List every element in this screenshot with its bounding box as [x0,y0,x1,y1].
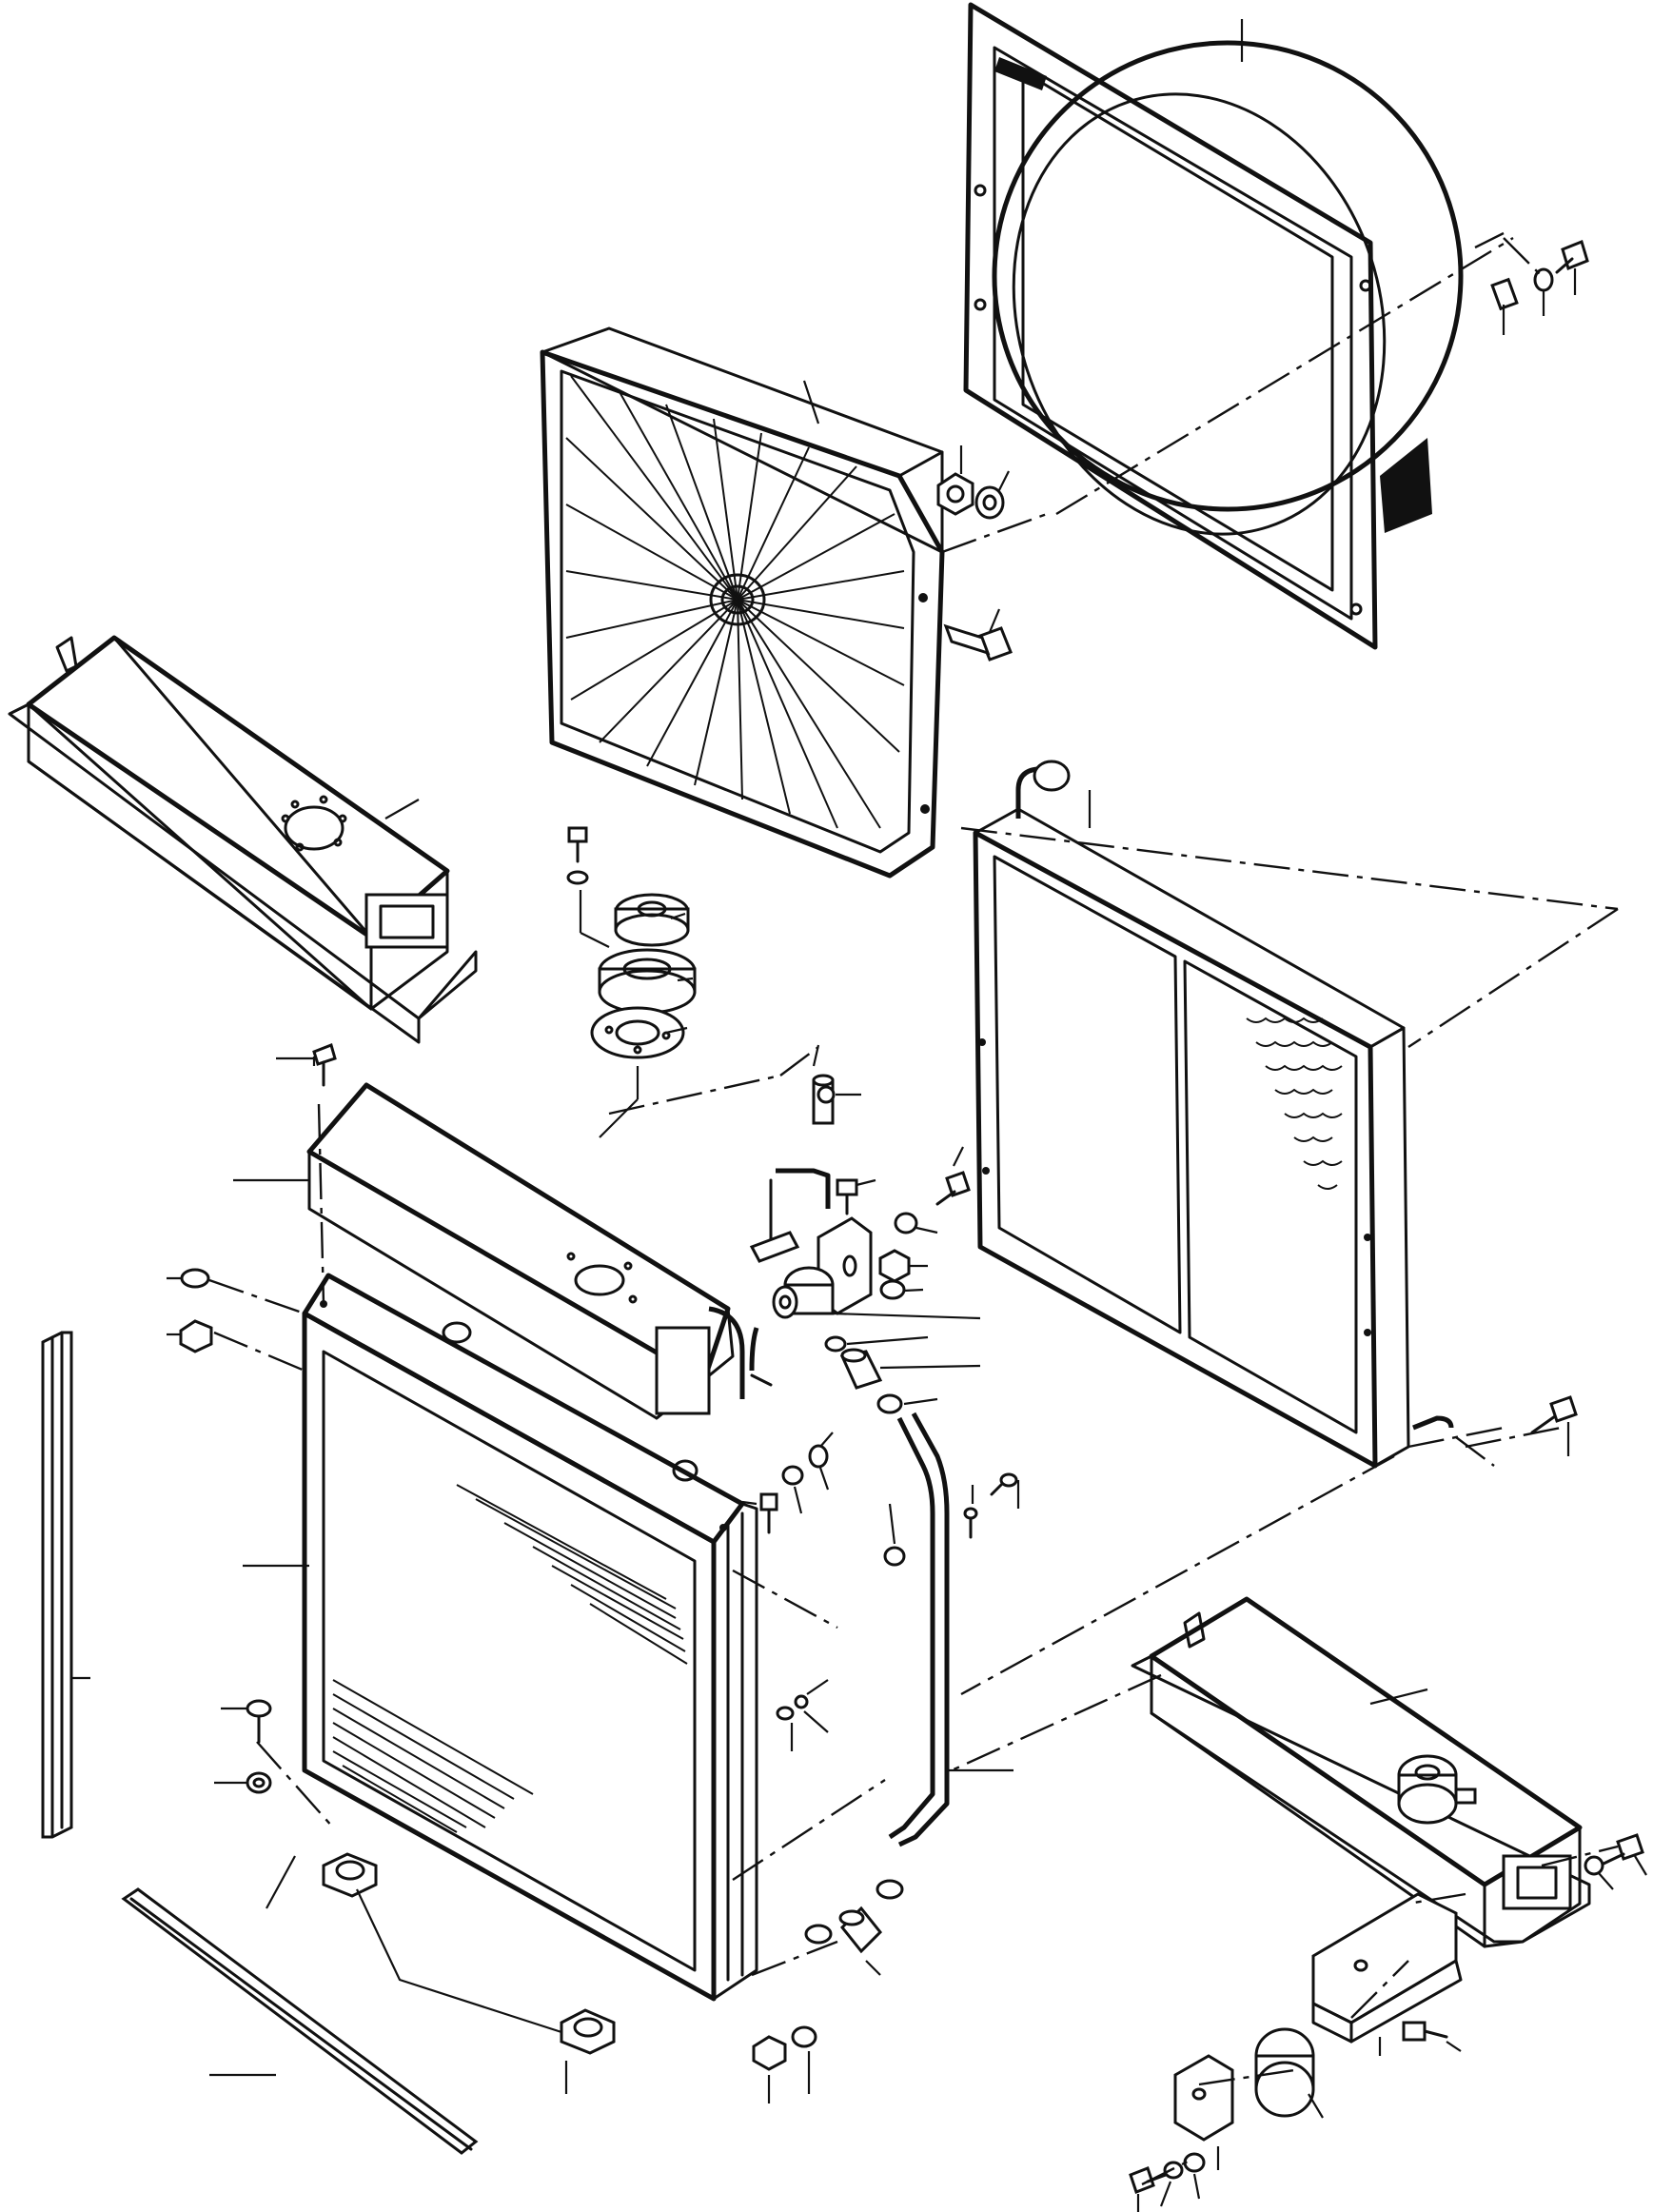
rubber-mount-right [560,2008,616,2094]
filler-neck [598,948,697,1015]
bolt [759,1492,778,1534]
washer [1183,2152,1206,2173]
fan-guard [540,326,945,879]
fan-shroud [963,2,1464,650]
lower-bolt-set [1129,2021,1462,2212]
radiator-left-bolts [214,1699,272,1794]
bolt [567,826,588,863]
washer [781,1465,804,1486]
oil-cooler [973,760,1454,1469]
hose-system [741,1044,1020,1976]
washer [791,2025,817,2048]
nut [878,1249,911,1283]
washer [566,870,589,885]
small-bracket [1173,2054,1234,2170]
fan-guard-hardware [936,445,1013,662]
washer [879,1279,906,1300]
washer [808,1444,829,1469]
hose-clamp [804,1924,833,1945]
radiator [243,1273,758,2002]
radiator-cap [614,893,690,947]
clip [1490,277,1519,311]
nut [179,1319,213,1353]
bolt [776,1694,809,1721]
rubber-mount [772,1266,835,1319]
hose [839,1348,883,1390]
left-hardware [167,1268,213,1353]
washer [1163,2161,1184,2180]
oil-cooler-bolt [1530,1395,1578,1456]
assembly-centerlines [208,231,1619,2186]
hose-clamp [824,1335,847,1353]
washer [894,1212,918,1234]
right-tank-hardware [1584,1833,1647,1890]
rubber-mount-lower [1254,2027,1324,2119]
filler-cap-assembly [566,826,697,1138]
bolt [943,623,1013,662]
nut [936,472,974,516]
mount-bracket-lower [1311,1892,1463,2056]
side-tank-right [1131,1596,1591,1948]
filler-gasket [590,1006,685,1059]
bolt-upper-left [276,1043,337,1087]
bolt [836,1178,858,1215]
bolt [963,1507,978,1539]
tank-boss [1397,1754,1477,1825]
shroud-hardware [1490,239,1589,335]
washer [974,485,1005,520]
hose-clamp [876,1393,903,1414]
side-tank-left [8,635,478,1044]
side-seal-strip [41,1331,90,1839]
hose-clamp [876,1879,904,1900]
bolt [1602,1833,1644,1866]
hose-clamp [817,1085,836,1104]
nut [752,2035,787,2071]
hose [749,1231,800,1263]
hose-clamp [883,1546,906,1567]
washer [1584,1855,1604,1876]
bolt [1402,2021,1448,2042]
upper-tank [233,1057,745,1420]
hose [838,1906,883,1954]
washer [180,1268,210,1289]
radiator-bottom-hardware [752,2025,817,2103]
bolt [1555,239,1589,274]
bolt [935,1171,971,1206]
rubber-mount-left [266,1852,378,1909]
bottom-seal-strip [121,1887,479,2155]
